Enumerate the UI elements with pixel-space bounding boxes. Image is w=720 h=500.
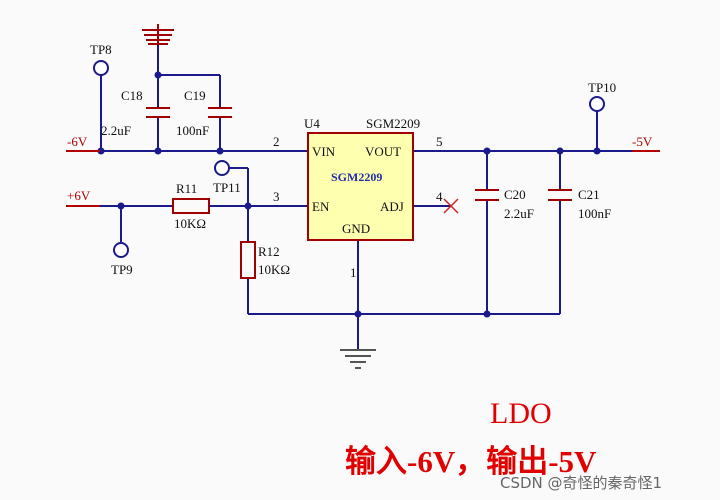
net-label-neg5v: -5V <box>632 134 653 149</box>
ic-ref: U4 <box>304 116 320 131</box>
tp10-label: TP10 <box>588 80 616 95</box>
test-points <box>93 60 605 258</box>
pin-vout-label: VOUT <box>365 144 401 159</box>
junction-dot <box>97 147 105 155</box>
junction-dot <box>593 147 601 155</box>
junction-dot <box>483 310 491 318</box>
r11-value: 10KΩ <box>174 216 206 231</box>
ic-body <box>307 132 414 241</box>
net-label-pos6v: +6V <box>67 188 91 203</box>
tp11-label: TP11 <box>213 180 241 195</box>
r12-ref: R12 <box>258 244 280 259</box>
tp11-icon <box>214 160 230 176</box>
ground-bottom-icon <box>340 349 376 369</box>
c19-ref: C19 <box>184 88 206 103</box>
pin-5-number: 5 <box>436 134 443 149</box>
r11-body <box>172 198 210 214</box>
tp9-icon <box>113 242 129 258</box>
tp8-icon <box>93 60 109 76</box>
title-ldo: LDO <box>490 397 552 430</box>
junction-dot <box>154 147 162 155</box>
r12-value: 10KΩ <box>258 262 290 277</box>
pin-adj-label: ADJ <box>380 199 404 214</box>
junction-dot <box>483 147 491 155</box>
c21-value: 100nF <box>578 206 611 221</box>
tp8-label: TP8 <box>90 42 112 57</box>
pin-vin-label: VIN <box>312 144 336 159</box>
net-labels: -6V +6V -5V <box>66 134 660 207</box>
junction-dot <box>354 310 362 318</box>
c18-value: 2.2uF <box>101 123 131 138</box>
pin-2-number: 2 <box>273 134 280 149</box>
tp9-label: TP9 <box>111 262 133 277</box>
net-label-neg6v: -6V <box>67 134 88 149</box>
c20-value: 2.2uF <box>504 206 534 221</box>
c21-ref: C21 <box>578 187 600 202</box>
pin-en-label: EN <box>312 199 330 214</box>
junction-dot <box>244 202 252 210</box>
junction-dot <box>216 147 224 155</box>
c19-value: 100nF <box>176 123 209 138</box>
ic-part-label: SGM2209 <box>366 116 420 131</box>
junction-dot <box>556 147 564 155</box>
title-io-spec: 输入-6V，输出-5V <box>345 444 597 479</box>
pin-1-number: 1 <box>350 265 357 280</box>
watermark: CSDN @奇怪的秦奇怪1 <box>500 474 662 492</box>
ic-body-label: SGM2209 <box>331 170 382 184</box>
c18-ref: C18 <box>121 88 143 103</box>
junction-dot <box>117 202 125 210</box>
ground-top-icon <box>142 24 174 45</box>
pin-3-number: 3 <box>273 189 280 204</box>
junction-dot <box>154 71 162 79</box>
pin-4-number: 4 <box>436 189 443 204</box>
c20-ref: C20 <box>504 187 526 202</box>
r12-body <box>240 241 256 279</box>
tp10-icon <box>589 96 605 112</box>
no-connect-icon <box>443 198 459 214</box>
r11-ref: R11 <box>176 181 197 196</box>
junctions <box>97 71 601 318</box>
pin-gnd-label: GND <box>342 221 370 236</box>
